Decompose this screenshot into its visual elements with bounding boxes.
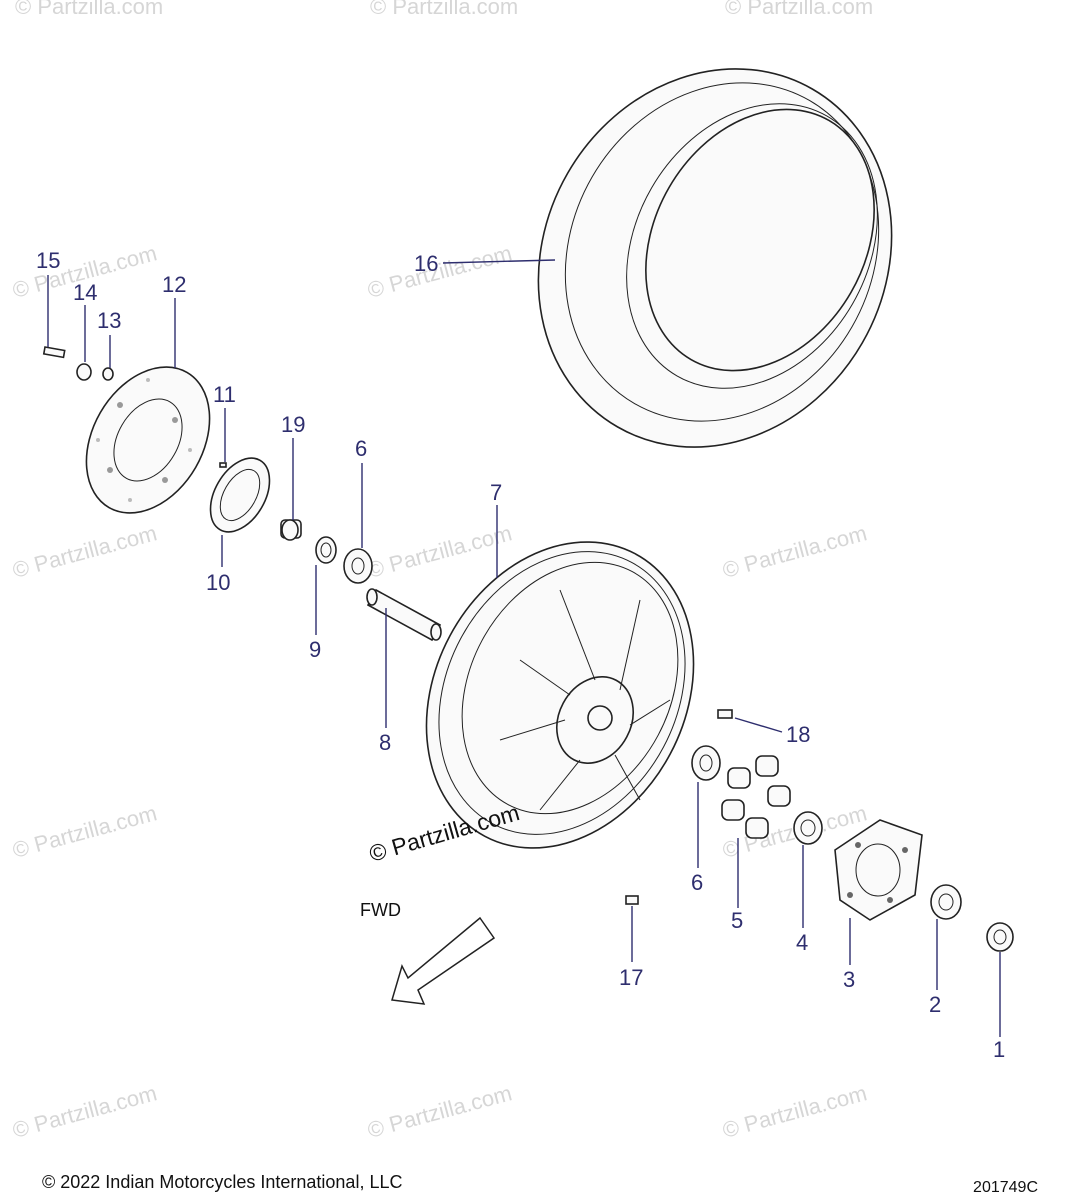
callout-6: 6 [355,436,367,461]
watermark: © Partzilla.com [370,0,518,19]
cush-drive-part [721,755,791,839]
seal-part [315,536,337,564]
callout-5: 5 [731,908,743,933]
bushing-part [986,922,1014,952]
fwd-arrow-icon [391,916,496,1005]
watermark: © Partzilla.com [365,520,515,583]
watermark: © Partzilla.com [15,0,163,19]
axle-spacer-part [366,588,442,642]
diagram-code: 201749C [973,1179,1038,1196]
callout-1: 1 [993,1037,1005,1062]
callout-16: 16 [414,251,438,276]
callout-6b: 6 [691,870,703,895]
leader-lines [47,259,1001,1037]
watermark: © Partzilla.com [365,1080,515,1143]
brake-rotor-part [85,366,211,514]
watermark: © Partzilla.com [720,1080,870,1143]
callout-14: 14 [73,280,97,305]
watermark: © Partzilla.com [365,240,515,303]
callout-labels: 15 14 13 12 11 19 6 10 9 16 7 8 18 6 5 4… [36,248,1005,1062]
hub-spacer-part [793,811,823,845]
tire-part [537,68,893,448]
spacer-part [280,519,302,541]
callout-10: 10 [206,570,230,595]
callout-11: 11 [213,382,236,407]
valve-part [625,895,639,905]
watermark: © Partzilla.com [10,1080,160,1143]
watermark: © Partzilla.com [10,800,160,863]
carrier-bearing-part [930,884,962,920]
abs-screw-part [219,462,227,468]
rotor-nut-part [76,363,92,381]
callout-12: 12 [162,272,186,297]
callout-17: 17 [619,965,643,990]
callout-19: 19 [281,412,305,437]
abs-ring-part [209,457,271,533]
sprocket-carrier-part [834,819,923,921]
fwd-label: FWD [360,900,401,920]
wheel-part [425,541,695,849]
rotor-bolt-part [42,346,66,359]
callout-8: 8 [379,730,391,755]
bearing-left-part [343,548,373,584]
callout-13: 13 [97,308,121,333]
callout-4: 4 [796,930,808,955]
watermark: © Partzilla.com [720,520,870,583]
cush-bolt-part [717,709,733,719]
bearing-right-part [691,745,721,781]
callout-15: 15 [36,248,60,273]
watermark: © Partzilla.com [725,0,873,19]
copyright-text: © 2022 Indian Motorcycles International,… [42,1172,402,1192]
callout-2: 2 [929,992,941,1017]
rotor-washer-part [102,367,114,381]
callout-9: 9 [309,637,321,662]
callout-18: 18 [786,722,810,747]
callout-7: 7 [490,480,502,505]
callout-3: 3 [843,967,855,992]
watermark: © Partzilla.com [10,520,160,583]
